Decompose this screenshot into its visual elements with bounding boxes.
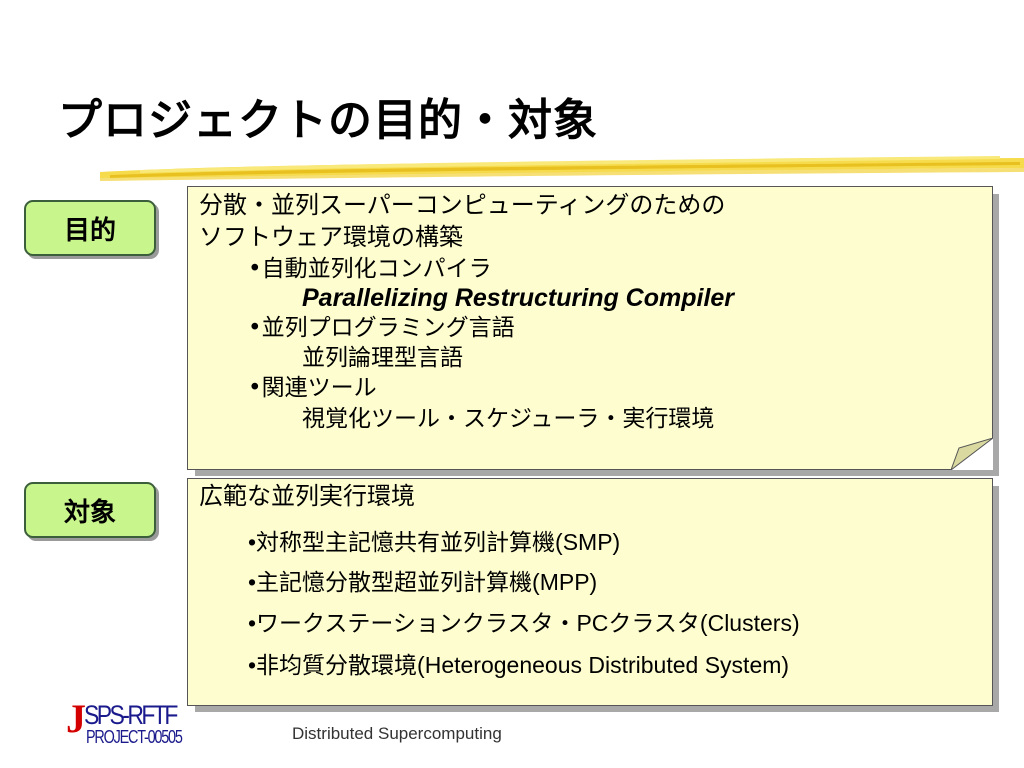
purpose-item-sub: Parallelizing Restructuring Compiler <box>302 284 735 312</box>
purpose-item-bullet: •自動並列化コンパイラ <box>248 256 492 282</box>
target-label: 対象 <box>24 482 156 538</box>
page-curl-icon <box>951 438 993 470</box>
purpose-label-text: 目的 <box>63 215 116 246</box>
title-underline-brush <box>100 156 1024 181</box>
purpose-heading-line2: ソフトウェア環境の構築 <box>199 223 463 251</box>
purpose-heading-line1: 分散・並列スーパーコンピューティングのための <box>199 191 726 219</box>
footer-text: Distributed Supercomputing <box>292 724 502 743</box>
target-item: •対称型主記憶共有並列計算機(SMP) <box>248 529 621 555</box>
target-item: •ワークステーションクラスタ・PCクラスタ(Clusters) <box>248 610 800 636</box>
logo-bottom-text: PROJECT-00505 <box>86 727 183 747</box>
logo-top-text: SPS-RFTF <box>84 700 178 730</box>
project-logo: J SPS-RFTF PROJECT-00505 <box>66 696 236 756</box>
target-item: •主記憶分散型超並列計算機(MPP) <box>248 569 598 595</box>
purpose-label: 目的 <box>24 200 156 256</box>
slide-title: プロジェクトの目的・対象 <box>58 95 598 146</box>
target-label-text: 対象 <box>63 497 116 528</box>
purpose-panel <box>187 186 993 470</box>
logo-j-letter: J <box>66 696 86 741</box>
target-item: •非均質分散環境(Heterogeneous Distributed Syste… <box>248 652 790 678</box>
target-panel <box>187 478 993 706</box>
purpose-item-bullet: •並列プログラミング言語 <box>248 315 515 341</box>
target-heading: 広範な並列実行環境 <box>199 482 415 510</box>
purpose-item-sub: 視覚化ツール・スケジューラ・実行環境 <box>302 406 715 432</box>
purpose-item-bullet: •関連ツール <box>248 375 377 401</box>
purpose-item-sub: 並列論理型言語 <box>302 345 463 371</box>
